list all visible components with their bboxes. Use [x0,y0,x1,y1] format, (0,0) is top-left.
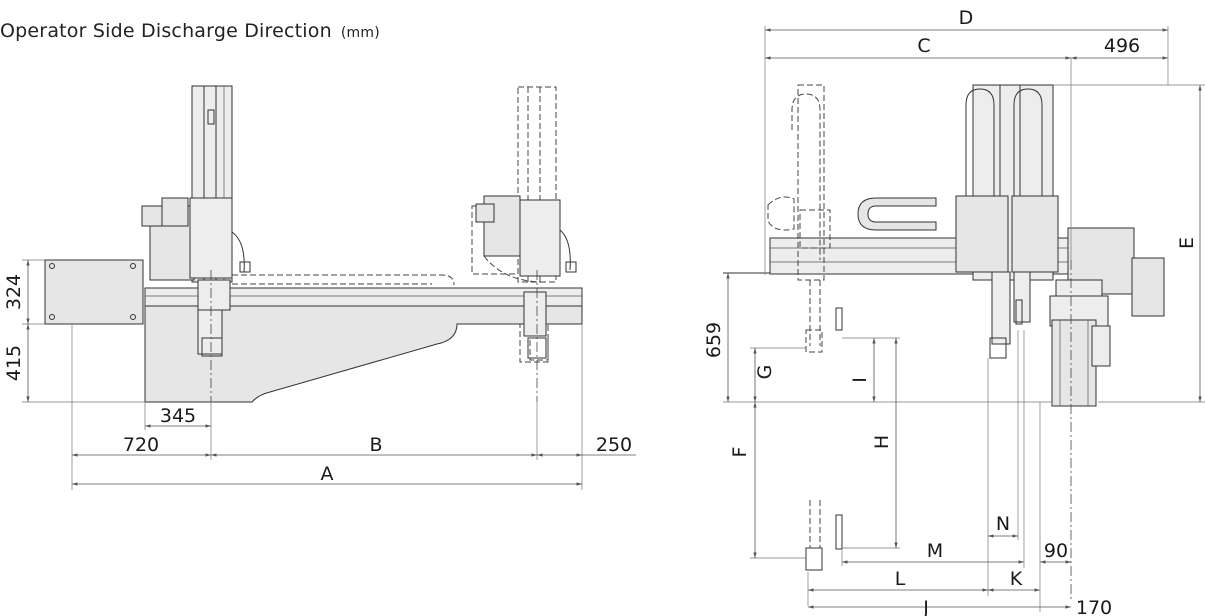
dim-170: 170 [1076,597,1112,616]
dim-J: J [922,597,929,616]
dim-345: 345 [160,405,196,427]
left-side-view: 324 415 345 720 B 250 A [3,85,636,490]
page-title: Operator Side Discharge Direction (mm) [0,20,380,42]
vertical-arm-left [141,85,251,402]
dim-496: 496 [1104,35,1140,57]
dim-720: 720 [123,434,159,456]
dim-D: D [959,7,974,29]
right-front-view: D C 496 E 659 G F I H [703,7,1205,616]
dim-I: I [849,377,871,383]
dim-E: E [1176,237,1198,249]
dim-659: 659 [703,322,725,358]
mold-platen [144,305,583,403]
base-frame [44,259,583,403]
ghost-arm-left [791,84,843,571]
dim-G: G [754,365,776,380]
controller-unit [1049,227,1165,600]
dim-324: 324 [3,274,25,310]
dim-B: B [369,434,382,456]
dim-90: 90 [1044,540,1068,562]
dim-C: C [917,35,930,57]
dim-250: 250 [596,434,632,456]
dim-F: F [729,447,751,458]
dim-K: K [1010,568,1023,590]
title-text: Operator Side Discharge Direction [0,20,332,42]
side-cabinet [44,259,144,325]
left-dimensions: 324 415 345 720 B 250 A [3,259,636,490]
dim-A: A [321,463,334,485]
vertical-arm-pair [955,84,1059,359]
dim-415: 415 [3,345,25,381]
dim-H: H [871,435,893,449]
vertical-arm-right [475,195,577,402]
title-unit: (mm) [341,25,380,41]
dim-N: N [996,513,1010,535]
dim-L: L [895,568,906,590]
dim-M: M [927,540,943,562]
right-dimensions: D C 496 E 659 G F I H [703,7,1205,616]
